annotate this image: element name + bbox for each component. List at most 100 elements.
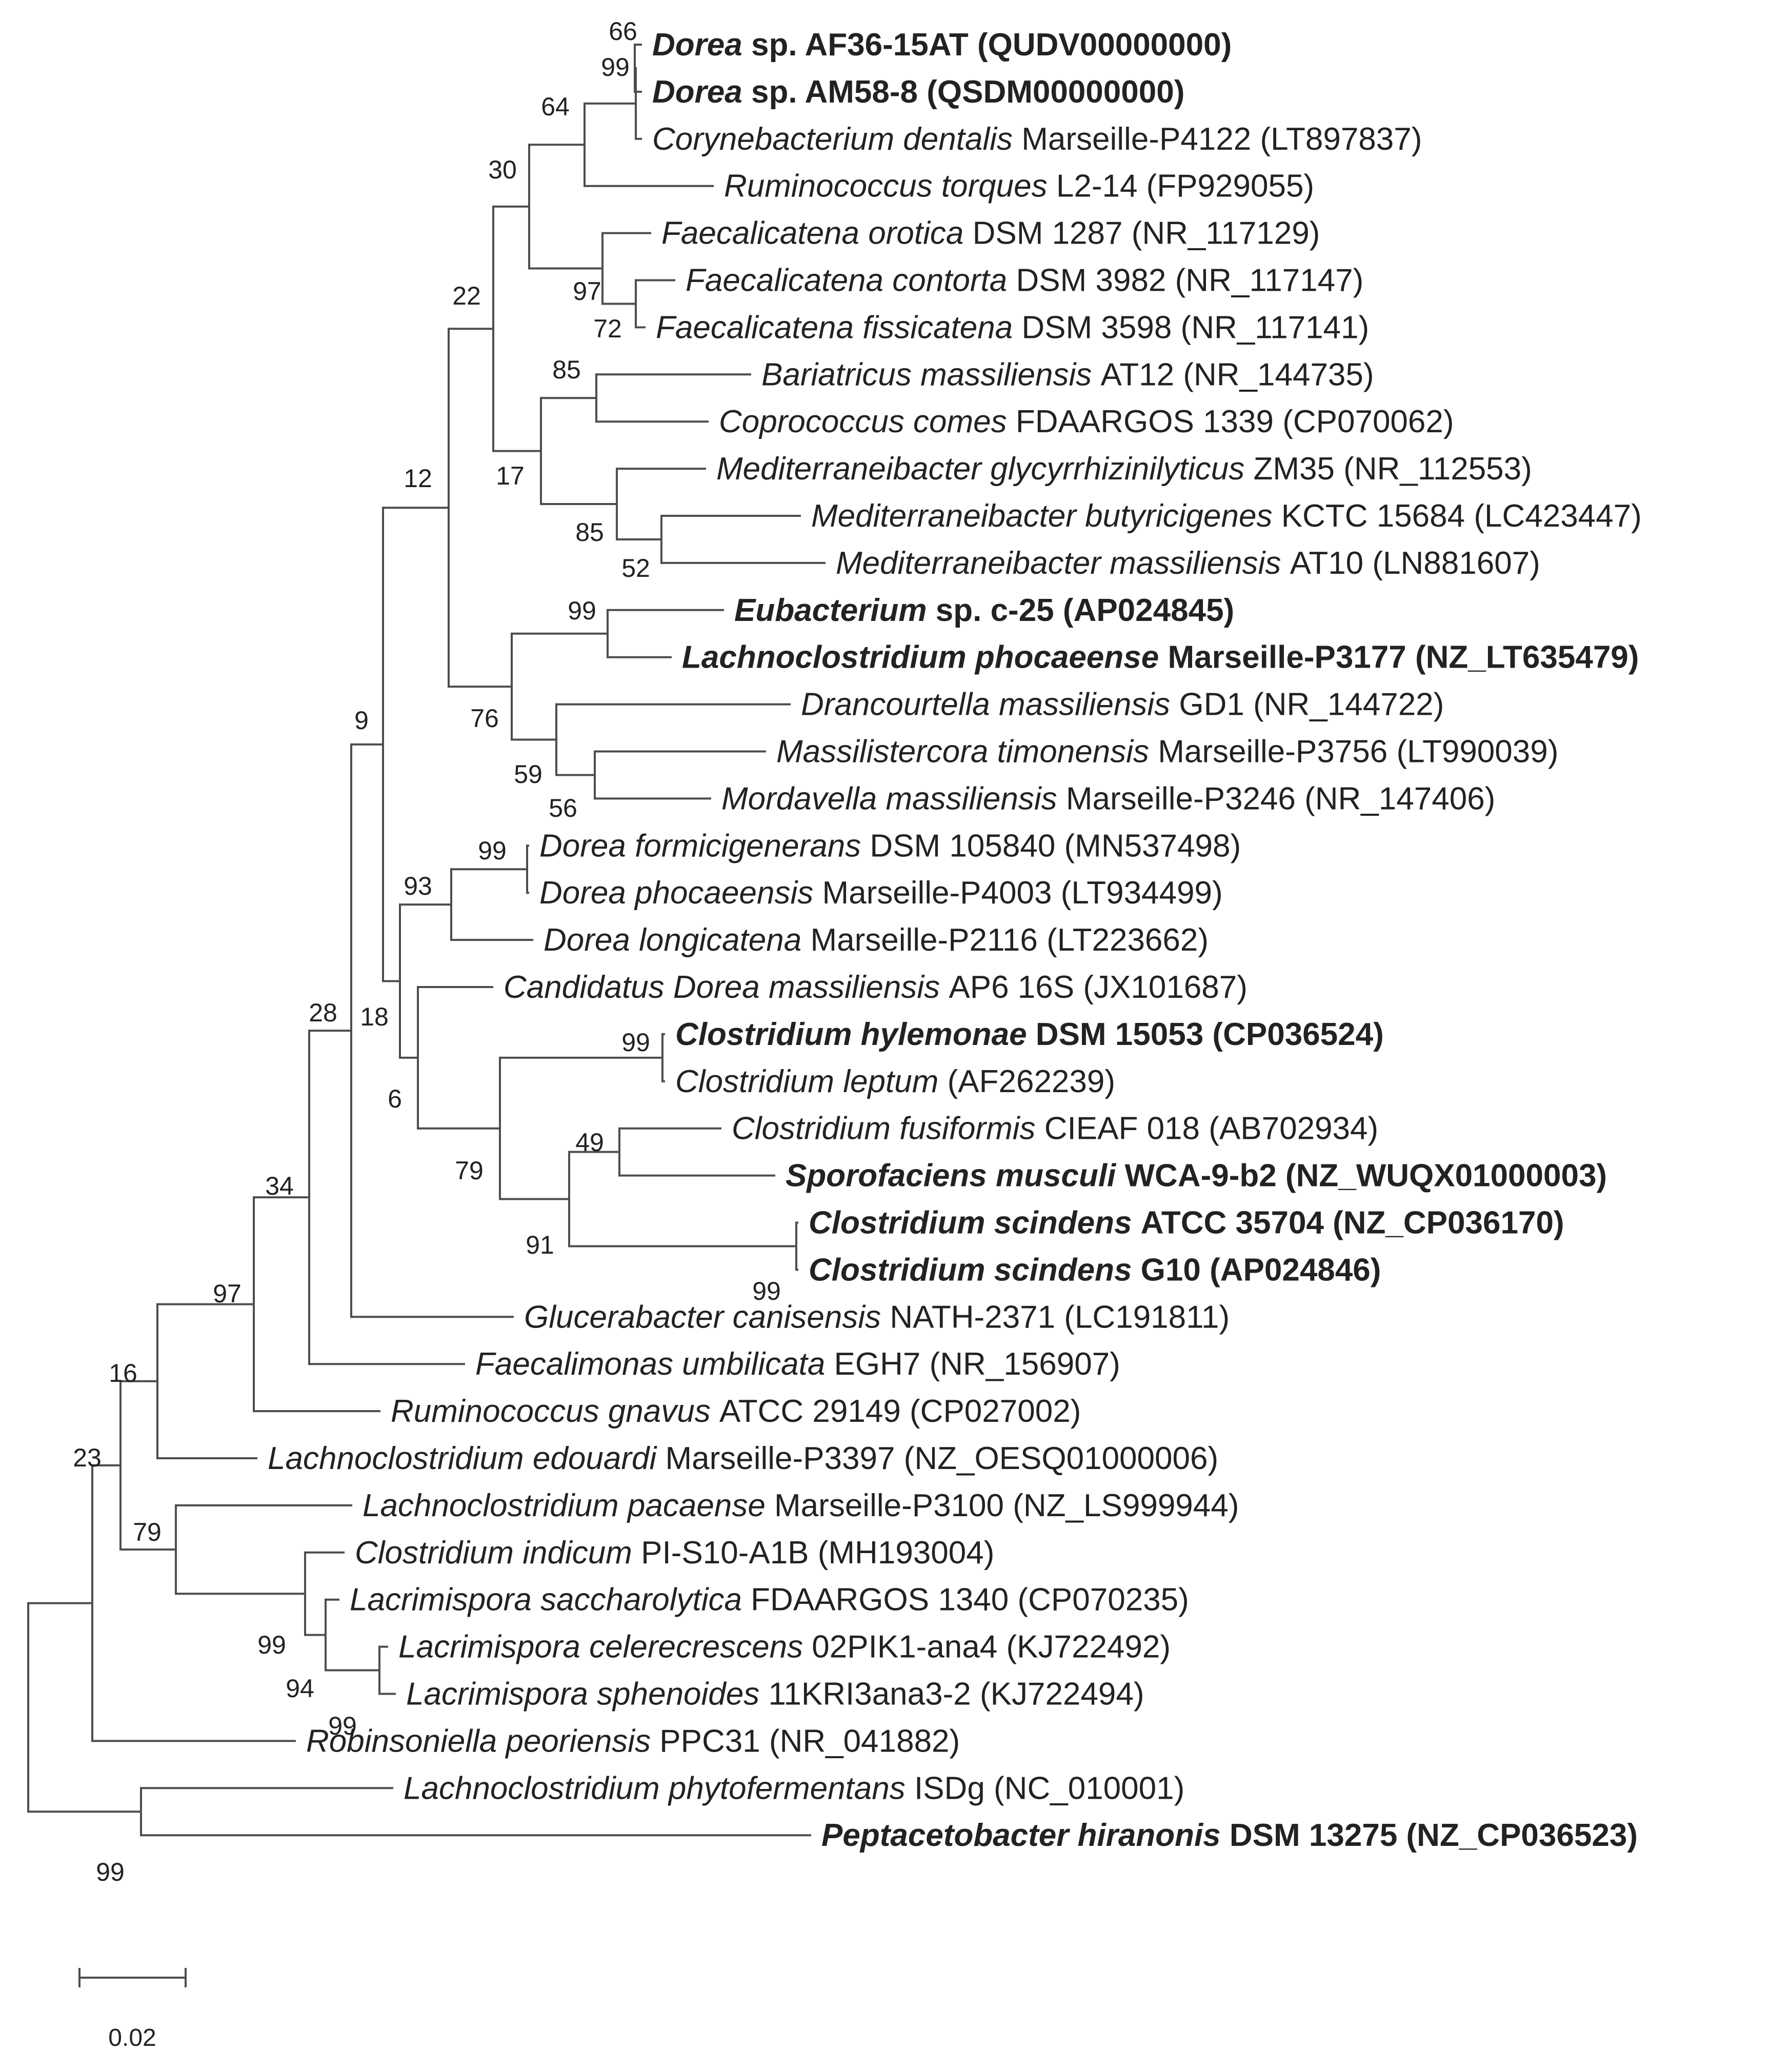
taxon-genus-species: Coprococcus comes [719,404,1007,439]
taxon-genus-species: Faecalicatena orotica [661,216,963,251]
taxon-label: Bariatricus massiliensis AT12 (NR_144735… [761,357,1374,392]
taxon-genus-species: Bariatricus massiliensis [761,357,1092,392]
taxon-genus-species: Dorea phocaeensis [539,875,813,911]
taxon-genus-species: Clostridium leptum [675,1064,938,1099]
taxon-strain-accession: Marseille-P3177 (NZ_LT635479) [1159,640,1639,675]
taxon-genus-species: Dorea formicigenerans [539,828,861,863]
taxon-strain-accession: PPC31 (NR_041882) [651,1723,960,1759]
taxon-strain-accession: CIEAF 018 (AB702934) [1036,1111,1379,1146]
taxon-label: Faecalicatena contorta DSM 3982 (NR_1171… [686,263,1363,298]
taxon-genus-species: Dorea [652,27,742,63]
bootstrap-value: 79 [133,1518,162,1546]
taxon-label: Lachnoclostridium pacaense Marseille-P31… [363,1488,1239,1523]
taxon-label: Corynebacterium dentalis Marseille-P4122… [652,122,1422,157]
taxon-strain-accession: Marseille-P4003 (LT934499) [813,875,1222,911]
bootstrap-value: 17 [496,461,525,490]
bootstrap-value: 93 [404,872,432,900]
taxon-label: Faecalicatena orotica DSM 1287 (NR_11712… [661,216,1320,251]
bootstrap-value: 52 [621,554,650,582]
bootstrap-value: 22 [452,281,481,310]
bootstrap-value: 85 [575,518,604,547]
bootstrap-value: 12 [404,464,432,493]
taxon-strain-accession: WCA-9-b2 (NZ_WUQX01000003) [1116,1158,1607,1194]
taxon-genus-species: Clostridium scindens [809,1205,1132,1241]
taxon-strain-accession: G10 (AP024846) [1132,1252,1381,1288]
bootstrap-value: 99 [478,836,507,865]
bootstrap-value: 28 [309,998,337,1027]
taxon-genus-species: Corynebacterium dentalis [652,122,1013,157]
taxon-strain-accession: AT12 (NR_144735) [1092,357,1374,392]
taxon-label: Lacrimispora celerecrescens 02PIK1-ana4 … [398,1630,1171,1665]
taxon-strain-accession: sp. AF36-15AT (QUDV00000000) [742,27,1232,63]
taxon-genus-species: Lachnoclostridium phytofermentans [404,1771,906,1806]
taxon-genus-species: Faecalicatena contorta [686,263,1007,298]
taxon-strain-accession: DSM 1287 (NR_117129) [963,216,1320,251]
taxon-label: Lachnoclostridium edouardi Marseille-P33… [268,1441,1218,1476]
taxon-strain-accession: ISDg (NC_010001) [906,1771,1185,1806]
bootstrap-value: 99 [752,1277,781,1305]
taxon-label: Lacrimispora saccharolytica FDAARGOS 134… [350,1582,1189,1618]
taxon-label: Mordavella massiliensis Marseille-P3246 … [721,781,1495,816]
scale-bar: 0.02 [78,1968,187,2051]
taxon-label: Faecalimonas umbilicata EGH7 (NR_156907) [475,1346,1120,1382]
taxon-label: Drancourtella massiliensis GD1 (NR_14472… [801,687,1444,722]
taxon-genus-species: Lachnoclostridium pacaense [363,1488,766,1523]
bootstrap-value: 59 [514,760,542,789]
bootstrap-value: 30 [488,155,517,184]
taxon-genus-species: Lachnoclostridium phocaeense [682,640,1159,675]
taxon-strain-accession: GD1 (NR_144722) [1170,687,1444,722]
taxon-label: Lachnoclostridium phocaeense Marseille-P… [682,640,1639,675]
taxon-strain-accession: sp. c-25 (AP024845) [927,593,1235,628]
taxon-genus-species: Clostridium fusiformis [732,1111,1036,1146]
taxon-genus-species: Ruminococcus gnavus [391,1394,711,1429]
taxon-strain-accession: Marseille-P3756 (LT990039) [1149,734,1558,770]
bootstrap-value: 94 [286,1674,314,1703]
taxon-genus-species: Mordavella massiliensis [721,781,1057,816]
taxon-label: Dorea formicigenerans DSM 105840 (MN5374… [539,828,1241,863]
taxon-label: Clostridium hylemonae DSM 15053 (CP03652… [675,1017,1384,1052]
taxon-strain-accession: Marseille-P3246 (NR_147406) [1057,781,1496,816]
taxon-label: Glucerabacter canisensis NATH-2371 (LC19… [524,1299,1230,1335]
taxon-genus-species: Clostridium indicum [355,1535,632,1571]
taxon-strain-accession: EGH7 (NR_156907) [825,1346,1120,1382]
taxon-label: Dorea phocaeensis Marseille-P4003 (LT934… [539,875,1223,911]
taxon-strain-accession: ZM35 (NR_112553) [1244,451,1532,487]
taxon-strain-accession: AT10 (LN881607) [1281,546,1540,581]
bootstrap-value: 72 [593,314,622,343]
taxon-strain-accession: DSM 105840 (MN537498) [861,828,1241,863]
taxon-genus-species: Peptacetobacter hiranonis [821,1818,1221,1853]
taxon-label: Ruminococcus torques L2-14 (FP929055) [724,169,1314,204]
taxon-genus-species: Dorea longicatena [544,922,801,958]
taxon-label: Dorea sp. AF36-15AT (QUDV00000000) [652,27,1232,63]
taxon-genus-species: Ruminococcus torques [724,169,1048,204]
bootstrap-value: 6 [388,1084,402,1113]
taxon-strain-accession: PI-S10-A1B (MH193004) [632,1535,994,1571]
taxon-labels: Dorea sp. AF36-15AT (QUDV00000000)Dorea … [268,27,1642,1853]
bootstrap-value: 34 [265,1172,294,1200]
bootstrap-value: 97 [213,1279,242,1308]
taxon-genus-species: Sporofaciens musculi [786,1158,1117,1194]
taxon-label: Lachnoclostridium phytofermentans ISDg (… [404,1771,1184,1806]
taxon-genus-species: Mediterraneibacter glycyrrhizinilyticus [716,451,1244,487]
bootstrap-value: 99 [621,1028,650,1057]
bootstrap-value: 64 [541,92,570,121]
bootstrap-value: 99 [601,53,630,82]
taxon-label: Dorea longicatena Marseille-P2116 (LT223… [544,922,1209,958]
taxon-genus-species: Faecalicatena fissicatena [656,310,1013,345]
taxon-label: Clostridium scindens ATCC 35704 (NZ_CP03… [809,1205,1564,1241]
taxon-label: Clostridium leptum (AF262239) [675,1064,1115,1099]
taxon-strain-accession: FDAARGOS 1339 (CP070062) [1007,404,1454,439]
taxon-strain-accession: (AF262239) [938,1064,1115,1099]
taxon-label: Peptacetobacter hiranonis DSM 13275 (NZ_… [821,1818,1638,1853]
bootstrap-value: 66 [609,17,637,46]
taxon-strain-accession: Marseille-P2116 (LT223662) [801,922,1209,958]
taxon-genus-species: Mediterraneibacter butyricigenes [811,498,1272,534]
taxon-label: Eubacterium sp. c-25 (AP024845) [734,593,1234,628]
bootstrap-value: 85 [552,355,581,384]
taxon-genus-species: Candidatus Dorea massiliensis [504,970,940,1005]
taxon-strain-accession: FDAARGOS 1340 (CP070235) [742,1582,1189,1618]
taxon-strain-accession: Marseille-P3100 (NZ_LS999944) [766,1488,1239,1523]
taxon-genus-species: Robinsoniella peoriensis [306,1723,651,1759]
taxon-genus-species: Glucerabacter canisensis [524,1299,881,1335]
